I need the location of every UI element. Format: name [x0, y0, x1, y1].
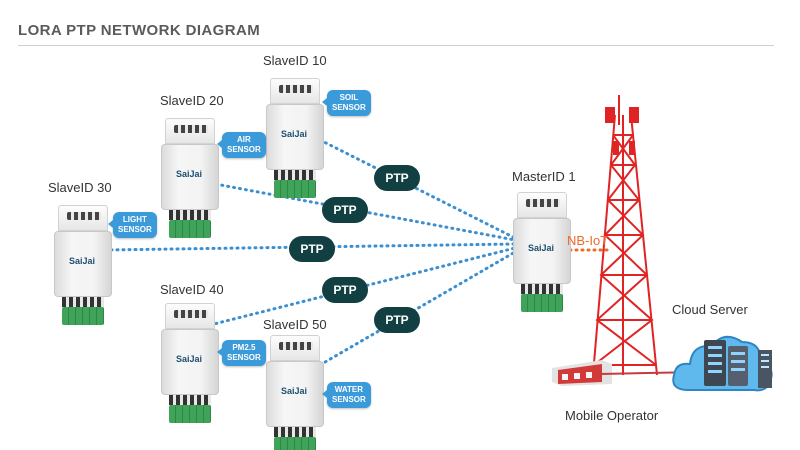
- device-slave20: SaiJai: [161, 118, 219, 243]
- device-logo: SaiJai: [69, 256, 96, 266]
- label-cloud-server: Cloud Server: [672, 302, 748, 317]
- link-slave50-master: [318, 250, 517, 367]
- label-master: MasterID 1: [512, 169, 576, 184]
- device-logo: SaiJai: [281, 129, 308, 139]
- ptp-badge-slave40: PTP: [322, 277, 368, 303]
- ptp-badge-slave20: PTP: [322, 197, 368, 223]
- device-slave40: SaiJai: [161, 303, 219, 428]
- sensor-tag-air: AIR SENSOR: [217, 132, 266, 158]
- sensor-tag-water: WATER SENSOR: [322, 382, 371, 408]
- sensor-tag-light: LIGHT SENSOR: [108, 212, 157, 238]
- device-slave10: SaiJai: [266, 78, 324, 203]
- sensor-tag-pm25: PM2.5 SENSOR: [217, 340, 266, 366]
- ptp-badge-slave10: PTP: [374, 165, 420, 191]
- device-logo: SaiJai: [176, 354, 203, 364]
- label-slave50: SlaveID 50: [263, 317, 327, 332]
- ptp-badge-slave30: PTP: [289, 236, 335, 262]
- label-slave20: SlaveID 20: [160, 93, 224, 108]
- device-slave30: SaiJai: [54, 205, 112, 330]
- diagram-title: LORA PTP NETWORK DIAGRAM: [18, 22, 261, 39]
- sensor-tag-soil: SOIL SENSOR: [322, 90, 371, 116]
- device-master: SaiJai: [513, 192, 571, 317]
- device-logo: SaiJai: [281, 386, 308, 396]
- label-slave40: SlaveID 40: [160, 282, 224, 297]
- ptp-badge-slave50: PTP: [374, 307, 420, 333]
- device-logo: SaiJai: [176, 169, 203, 179]
- operator-building-icon: [552, 360, 612, 386]
- title-divider: [18, 45, 774, 46]
- device-logo: SaiJai: [528, 243, 555, 253]
- label-slave10: SlaveID 10: [263, 53, 327, 68]
- cloud-server-icon: [672, 335, 773, 392]
- cell-tower-icon: [592, 95, 658, 376]
- label-mobile-operator: Mobile Operator: [565, 408, 659, 423]
- label-slave30: SlaveID 30: [48, 180, 112, 195]
- link-slave10-master: [318, 138, 517, 240]
- device-slave50: SaiJai: [266, 335, 324, 450]
- uplink-label-nbiot: NB-IoT: [567, 233, 609, 248]
